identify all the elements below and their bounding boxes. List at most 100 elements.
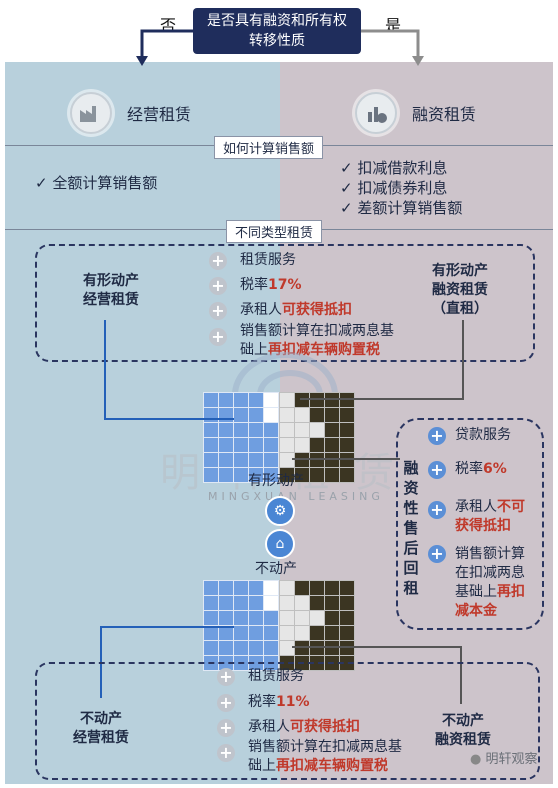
no-arrow-head (136, 56, 148, 66)
grid-cell (203, 640, 219, 656)
grid-cell (339, 437, 355, 453)
grid-cell (294, 640, 310, 656)
grid-cell (203, 392, 219, 408)
grid-cell (309, 422, 325, 438)
realestate-grid (203, 580, 373, 671)
grid-cell (294, 437, 310, 453)
item-text: 础上 (240, 342, 268, 358)
realestate-item-2: 税率11% (248, 693, 310, 712)
operating-lease-title: 经营租赁 (127, 105, 192, 124)
realestate-item-4: 销售额计算在扣减两息基 础上再扣减车辆购置税 (248, 738, 402, 776)
grid-cell (339, 407, 355, 423)
grid-cell (233, 392, 249, 408)
vertical-char: 售 (403, 519, 419, 537)
heading-line: 经营租赁 (73, 730, 129, 746)
connector-line (100, 626, 234, 628)
item-highlight: 减本金 (455, 603, 497, 619)
grid-cell (279, 422, 295, 438)
plus-icon: + (209, 277, 227, 295)
grid-cell (294, 610, 310, 626)
grid-cell (309, 467, 325, 483)
plus-icon: + (217, 668, 235, 686)
mid-label-tangible: 有形动产 (248, 473, 304, 489)
grid-cell (279, 407, 295, 423)
saleback-item-4: 销售额计算 在扣减两息 基础上再扣 减本金 (455, 545, 525, 621)
plus-icon: + (428, 461, 446, 479)
grid-cell (324, 422, 340, 438)
grid-cell (263, 625, 279, 641)
item-text: 承租人 (240, 302, 282, 318)
grid-cell (248, 437, 264, 453)
item-text: 础上 (248, 758, 276, 774)
item-text: 承租人 (248, 719, 290, 735)
right-calc-1: ✓ 扣减借款利息 (340, 159, 448, 177)
item-text: 承租人 (455, 499, 497, 515)
plus-icon: + (217, 744, 235, 762)
heading-line: 有形动产 (432, 263, 488, 279)
vertical-char: 融 (403, 459, 419, 477)
grid-cell (233, 595, 249, 611)
plus-icon: + (217, 719, 235, 737)
grid-cell (263, 640, 279, 656)
grid-cell (248, 580, 264, 596)
item-highlight: 再扣 (497, 584, 525, 600)
tangible-item-2: 税率17% (240, 276, 302, 295)
section1-label: 如何计算销售额 (214, 136, 324, 159)
item-text: 贷款服务 (455, 427, 511, 443)
grid-cell (339, 610, 355, 626)
item-text: 基础上 (455, 584, 497, 600)
grid-cell (218, 640, 234, 656)
grid-cell (248, 392, 264, 408)
realestate-operating-heading: 不动产 经营租赁 (56, 710, 146, 748)
house-icon: ⌂ (265, 529, 295, 559)
money-chart-icon (355, 92, 397, 134)
grid-cell (233, 580, 249, 596)
item-text: 销售额计算 (455, 546, 525, 562)
connector-line (104, 320, 106, 420)
grid-cell (294, 392, 310, 408)
grid-cell (263, 595, 279, 611)
mid-label-realestate: 不动产 (255, 561, 297, 577)
decision-question: 是否具有融资和所有权 转移性质 (193, 8, 361, 54)
grid-cell (324, 392, 340, 408)
grid-cell (309, 610, 325, 626)
grid-cell (339, 625, 355, 641)
grid-cell (203, 595, 219, 611)
grid-cell (248, 422, 264, 438)
grid-cell (279, 452, 295, 468)
grid-cell (279, 595, 295, 611)
connector-line (292, 646, 462, 648)
grid-cell (309, 392, 325, 408)
grid-cell (279, 437, 295, 453)
tangible-item-1: 租赁服务 (240, 251, 296, 270)
grid-cell (324, 407, 340, 423)
item-highlight: 可获得抵扣 (290, 719, 360, 735)
vertical-char: 资 (403, 479, 419, 497)
grid-cell (324, 640, 340, 656)
plus-icon: + (209, 328, 227, 346)
item-text: 税率 (240, 277, 268, 293)
heading-line: 融资租赁 (435, 732, 491, 748)
tangible-grid (203, 392, 373, 483)
grid-cell (294, 595, 310, 611)
grid-cell (203, 580, 219, 596)
saleback-item-3: 承租人不可 获得抵扣 (455, 498, 525, 536)
vertical-char: 租 (403, 579, 419, 597)
grid-cell (233, 407, 249, 423)
grid-cell (233, 452, 249, 468)
connector-line (462, 320, 464, 400)
item-text: 租赁服务 (240, 252, 296, 268)
tangible-item-3: 承租人可获得抵扣 (240, 301, 352, 320)
plus-icon: + (428, 545, 446, 563)
left-calc-method: ✓ 全额计算销售额 (35, 174, 158, 192)
grid-cell (203, 407, 219, 423)
grid-cell (218, 452, 234, 468)
item-highlight: 不可 (497, 499, 525, 515)
grid-cell (339, 392, 355, 408)
grid-cell (309, 437, 325, 453)
grid-cell (233, 625, 249, 641)
grid-cell (263, 467, 279, 483)
grid-cell (233, 437, 249, 453)
finance-lease-title: 融资租赁 (412, 105, 477, 124)
item-text: 在扣减两息 (455, 565, 525, 581)
